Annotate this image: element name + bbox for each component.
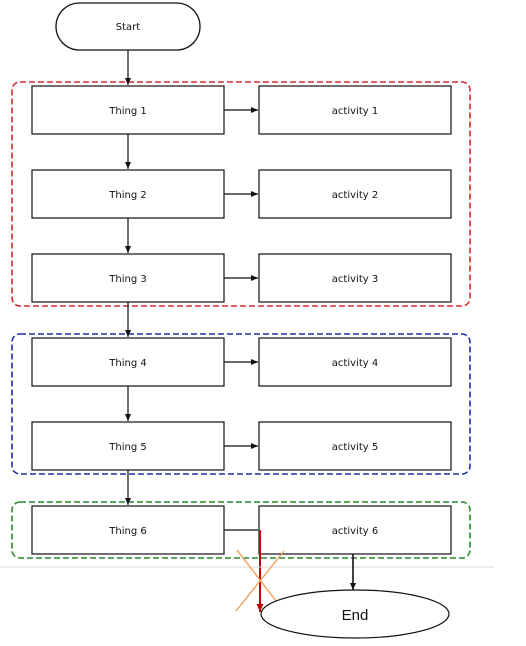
group-blue-frame xyxy=(11,333,471,475)
thing-1-box xyxy=(31,85,225,135)
thing-4-label: Thing 4 xyxy=(108,358,146,369)
thing-1-label: Thing 1 xyxy=(108,106,146,117)
activity-2-box xyxy=(258,169,452,219)
activity-3-box xyxy=(258,253,452,303)
group-green-frame xyxy=(11,501,471,559)
thing-5-box xyxy=(31,421,225,471)
thing-3-box xyxy=(31,253,225,303)
activity-3-label: activity 3 xyxy=(332,274,378,285)
activity-2-label: activity 2 xyxy=(332,190,378,201)
activity-1-box xyxy=(258,85,452,135)
thing-3-label: Thing 3 xyxy=(108,274,146,285)
activity-4-label: activity 4 xyxy=(332,358,378,369)
thing-2-label: Thing 2 xyxy=(108,190,146,201)
cross-mark-stroke-b xyxy=(235,550,285,612)
activity-4-box xyxy=(258,337,452,387)
thing-6-label: Thing 6 xyxy=(108,526,146,537)
activity-6-label: activity 6 xyxy=(332,526,378,537)
group-red-frame xyxy=(11,81,471,307)
activity-1-label: activity 1 xyxy=(332,106,378,117)
start-label: Start xyxy=(116,22,141,33)
activity-5-box xyxy=(258,421,452,471)
activity-5-label: activity 5 xyxy=(332,442,378,453)
thing-2-box xyxy=(31,169,225,219)
end-node xyxy=(260,589,450,639)
thing-5-label: Thing 5 xyxy=(108,442,146,453)
end-label: End xyxy=(342,607,369,624)
